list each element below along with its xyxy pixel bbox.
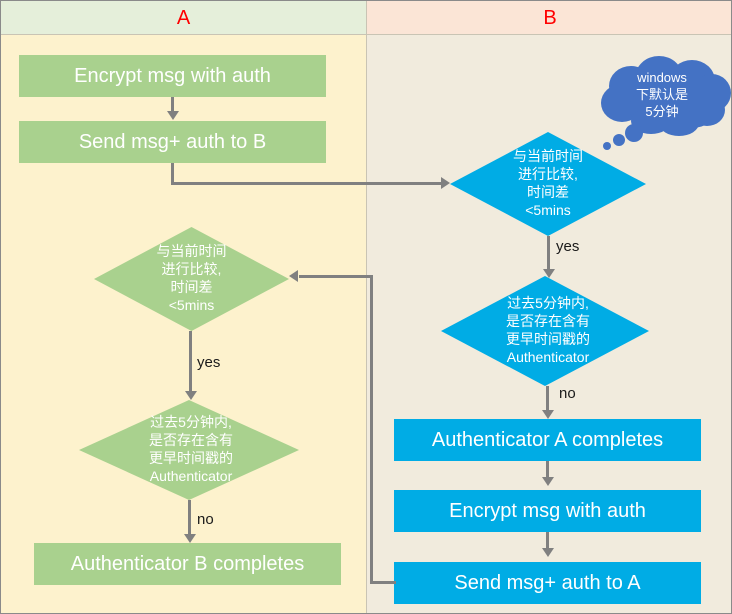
- connector-a-encrypt-to-send: [171, 97, 174, 113]
- edge-label-a-no: no: [197, 511, 214, 528]
- connector-b-to-a-bottom: [370, 581, 396, 584]
- diamond-shape: [79, 400, 299, 500]
- node-b-encrypt-msg[interactable]: Encrypt msg with auth: [394, 490, 701, 532]
- label-line-4: <5mins: [168, 296, 215, 313]
- cloud-line-3: 5分钟: [645, 103, 679, 119]
- cloud-tail-puff: [625, 124, 643, 142]
- label-line-1: 过去5分钟内,: [150, 414, 232, 431]
- label-line-4: Authenticator: [506, 348, 590, 365]
- decision-b-timestamp-window[interactable]: 与当前时间 进行比较, 时间差 <5mins: [450, 132, 646, 236]
- node-b-authenticator-a-completes[interactable]: Authenticator A completes: [394, 419, 701, 461]
- lane-b-header: B: [367, 1, 731, 35]
- node-b-send-msg[interactable]: Send msg+ auth to A: [394, 562, 701, 604]
- decision-b-earlier-timestamp-label: 过去5分钟内, 是否存在含有 更早时间戳的 Authenticator: [441, 276, 649, 386]
- diamond-shape: [450, 132, 646, 236]
- diamond-shape: [94, 227, 289, 331]
- arrowhead-a-encrypt-to-send: [167, 111, 179, 120]
- edge-label-a-yes: yes: [197, 354, 221, 371]
- arrowhead-a-to-b: [441, 177, 450, 189]
- label-line-3: 时间差: [170, 279, 213, 295]
- label-line-2: 是否存在含有: [149, 432, 233, 449]
- node-a-send-msg[interactable]: Send msg+ auth to B: [19, 121, 326, 163]
- label-line-4: <5mins: [525, 201, 571, 218]
- callout-cloud-text: windows 下默认是 5分钟: [601, 70, 723, 121]
- diamond-shape: [441, 276, 649, 386]
- label-line-1: 与当前时间: [513, 148, 583, 165]
- connector-b-to-a-top: [299, 275, 372, 278]
- arrowhead-b-time-to-replay: [543, 269, 555, 278]
- edge-label-b-yes: yes: [556, 238, 580, 255]
- connector-b-encrypt-to-send: [546, 532, 549, 550]
- node-a-encrypt-msg[interactable]: Encrypt msg with auth: [19, 55, 326, 97]
- label-line-2: 是否存在含有: [506, 313, 590, 330]
- lane-a-header: A: [1, 1, 366, 35]
- label-line-4: Authenticator: [149, 467, 233, 484]
- lane-a: A: [1, 1, 367, 613]
- label-line-2: 进行比较,: [161, 261, 222, 278]
- cloud-line-1: windows: [637, 70, 687, 85]
- arrowhead-b-complete-to-encrypt: [542, 477, 554, 486]
- connector-b-replay-to-complete: [546, 386, 549, 412]
- connector-b-complete-to-encrypt: [546, 461, 549, 479]
- decision-a-timestamp-window-label: 与当前时间 进行比较, 时间差 <5mins: [94, 227, 289, 331]
- label-line-3: 更早时间戳的: [149, 450, 233, 466]
- arrowhead-b-replay-to-complete: [542, 410, 554, 419]
- decision-b-earlier-timestamp[interactable]: 过去5分钟内, 是否存在含有 更早时间戳的 Authenticator: [441, 276, 649, 386]
- lane-b-title: B: [543, 6, 557, 29]
- label-line-3: 更早时间戳的: [506, 331, 590, 347]
- cloud-tail-puff: [603, 142, 611, 150]
- decision-a-earlier-timestamp[interactable]: 过去5分钟内, 是否存在含有 更早时间戳的 Authenticator: [79, 400, 299, 500]
- decision-a-timestamp-window[interactable]: 与当前时间 进行比较, 时间差 <5mins: [94, 227, 289, 331]
- callout-cloud-windows-default: windows 下默认是 5分钟: [593, 56, 731, 150]
- connector-a-to-b-horizontal: [171, 182, 443, 185]
- cloud-line-2: 下默认是: [635, 86, 688, 102]
- arrowhead-b-encrypt-to-send: [542, 548, 554, 557]
- connector-b-time-to-replay: [547, 236, 550, 271]
- cloud-tail-puff: [613, 134, 625, 146]
- cloud-puff: [659, 110, 699, 136]
- arrowhead-a-time-to-replay: [185, 391, 197, 400]
- connector-a-replay-to-complete: [188, 500, 191, 536]
- label-line-2: 进行比较,: [518, 166, 578, 183]
- label-line-3: 时间差: [527, 184, 569, 200]
- connector-b-to-a-vertical: [370, 275, 373, 584]
- node-a-authenticator-b-completes[interactable]: Authenticator B completes: [34, 543, 341, 585]
- label-line-1: 过去5分钟内,: [507, 295, 589, 312]
- decision-b-timestamp-window-label: 与当前时间 进行比较, 时间差 <5mins: [450, 132, 646, 236]
- arrowhead-b-to-a: [289, 270, 298, 282]
- label-line-1: 与当前时间: [156, 243, 227, 260]
- edge-label-b-no: no: [559, 385, 576, 402]
- connector-a-to-b-vertical: [171, 163, 174, 184]
- arrowhead-a-replay-to-complete: [184, 534, 196, 543]
- decision-a-earlier-timestamp-label: 过去5分钟内, 是否存在含有 更早时间戳的 Authenticator: [79, 400, 299, 500]
- connector-a-time-to-replay: [189, 331, 192, 393]
- lane-a-title: A: [176, 6, 191, 29]
